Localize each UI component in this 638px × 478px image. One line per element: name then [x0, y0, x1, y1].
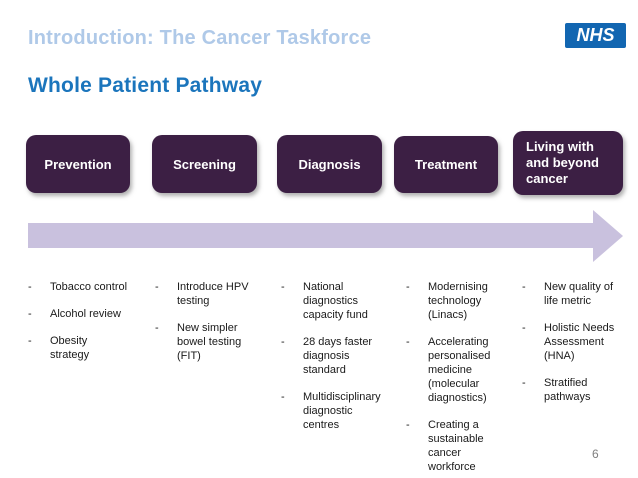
page-number: 6 [592, 447, 599, 461]
stage-label: Diagnosis [298, 156, 361, 172]
bullet-item: - New quality of life metric [522, 280, 626, 308]
bullet-text: Holistic Needs Assessment (HNA) [544, 322, 615, 362]
bullet-item: - Multidisciplinary diagnostic centres [281, 390, 391, 432]
bullet-dash: - [155, 281, 159, 293]
stage-label: Prevention [44, 156, 112, 172]
nhs-logo-text: NHS [576, 24, 615, 45]
bullet-dash: - [28, 281, 32, 293]
bullet-column-living-with-and-beyond-cancer: - New quality of life metric - Holistic … [522, 280, 626, 417]
bullet-dash: - [406, 281, 410, 293]
bullet-column-treatment: - Modernising technology (Linacs) - Acce… [406, 280, 510, 478]
bullet-dash: - [406, 419, 410, 431]
stage-box-treatment: Treatment [394, 136, 498, 193]
bullet-text: Stratified pathways [544, 377, 591, 403]
bullet-item: - Accelerating personalised medicine (mo… [406, 335, 510, 405]
bullet-text: Obesity strategy [50, 335, 90, 361]
bullet-item: - Stratified pathways [522, 376, 626, 404]
bullet-text: Creating a sustainable cancer workforce [428, 419, 484, 473]
bullet-dash: - [281, 391, 285, 403]
stage-label: Treatment [414, 157, 478, 172]
bullet-text: 28 days faster diagnosis standard [303, 336, 373, 376]
bullet-text: New quality of life metric [544, 281, 614, 307]
bullet-item: - New simpler bowel testing (FIT) [155, 321, 265, 363]
stage-label: Screening [173, 156, 236, 172]
bullet-item: - Introduce HPV testing [155, 280, 265, 308]
bullet-dash: - [522, 377, 526, 389]
bullet-column-screening: - Introduce HPV testing - New simpler bo… [155, 280, 265, 376]
bullet-column-diagnosis: - National diagnostics capacity fund - 2… [281, 280, 391, 445]
bullet-column-prevention: - Tobacco control - Alcohol review - Obe… [28, 280, 146, 375]
bullet-item: - Obesity strategy [28, 334, 146, 362]
bullet-text: Multidisciplinary diagnostic centres [303, 391, 381, 431]
bullet-item: - Tobacco control [28, 280, 146, 294]
bullet-dash: - [28, 308, 32, 320]
bullet-dash: - [281, 336, 285, 348]
bullet-text: Accelerating personalised medicine (mole… [428, 336, 491, 404]
bullet-dash: - [522, 281, 526, 293]
bullet-text: Modernising technology (Linacs) [428, 281, 488, 321]
bullet-text: Introduce HPV testing [177, 281, 249, 307]
bullet-text: Alcohol review [50, 308, 121, 320]
page-title: Whole Patient Pathway [28, 74, 263, 97]
stage-box-screening: Screening [152, 135, 257, 193]
bullet-item: - 28 days faster diagnosis standard [281, 335, 391, 377]
bullet-item: - Holistic Needs Assessment (HNA) [522, 321, 626, 363]
stage-box-prevention: Prevention [26, 135, 130, 193]
bullet-text: National diagnostics capacity fund [303, 281, 368, 321]
bullet-text: New simpler bowel testing (FIT) [177, 322, 242, 362]
bullet-text: Tobacco control [50, 281, 128, 293]
bullet-item: - Creating a sustainable cancer workforc… [406, 418, 510, 474]
stage-box-diagnosis: Diagnosis [277, 135, 382, 193]
slide-pretitle: Introduction: The Cancer Taskforce [28, 27, 372, 49]
bullet-dash: - [28, 335, 32, 347]
bullet-dash: - [155, 322, 159, 334]
bullet-item: - Modernising technology (Linacs) [406, 280, 510, 322]
bullet-item: - National diagnostics capacity fund [281, 280, 391, 322]
nhs-logo: NHS [565, 23, 626, 48]
bullet-dash: - [406, 336, 410, 348]
pathway-arrow-head-icon [593, 210, 623, 262]
stage-label: Living with and beyond cancer [526, 139, 599, 186]
pathway-arrow-body [28, 223, 593, 248]
bullet-dash: - [522, 322, 526, 334]
bullet-dash: - [281, 281, 285, 293]
stage-box-living-with-and-beyond-cancer: Living with and beyond cancer [513, 131, 623, 195]
bullet-item: - Alcohol review [28, 307, 146, 321]
